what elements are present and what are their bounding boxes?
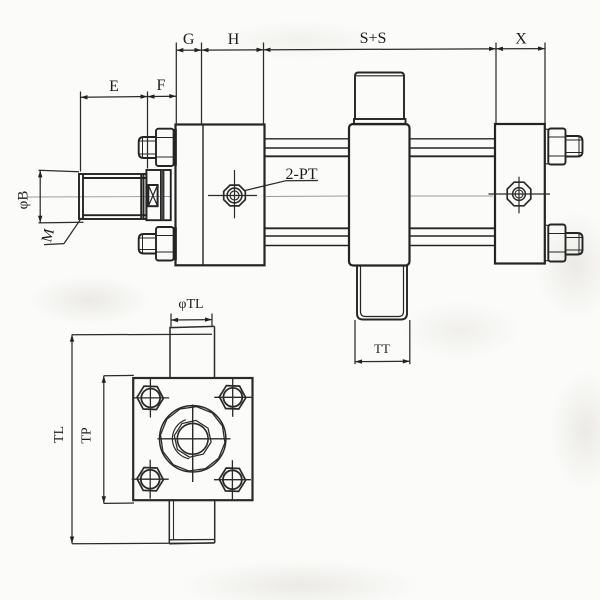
svg-text:2-PT: 2-PT — [286, 166, 318, 183]
svg-text:TL: TL — [52, 426, 67, 443]
svg-text:X: X — [515, 30, 527, 47]
svg-text:TP: TP — [80, 427, 95, 444]
svg-text:S+S: S+S — [360, 30, 387, 47]
svg-text:φTL: φTL — [178, 297, 203, 312]
svg-text:E: E — [109, 78, 119, 95]
svg-text:F: F — [157, 77, 166, 94]
svg-text:TT: TT — [374, 341, 390, 356]
svg-text:φB: φB — [16, 191, 32, 210]
svg-text:M: M — [39, 227, 58, 244]
svg-text:H: H — [228, 31, 240, 48]
svg-text:G: G — [183, 31, 195, 48]
